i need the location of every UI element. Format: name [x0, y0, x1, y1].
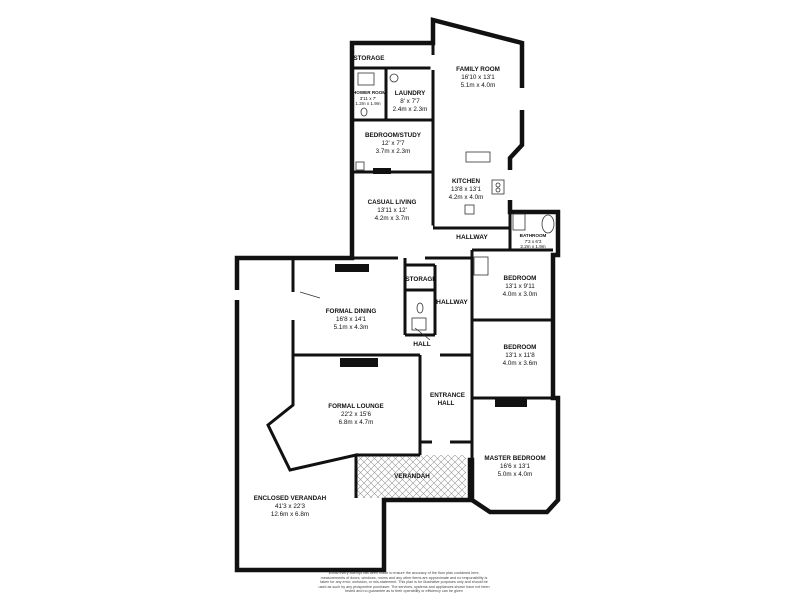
shower-room-metric: 1.2m x 1.9m	[355, 101, 381, 107]
kitchen-imperial: 13'8 x 13'1	[450, 186, 482, 193]
verandah-name: VERANDAH	[394, 473, 430, 480]
basin-icon	[411, 317, 427, 331]
formal-dining-name: FORMAL DINING	[325, 308, 377, 315]
verandah-area	[356, 455, 466, 498]
bedroom-2-imperial: 13'1 x 11'8	[505, 352, 535, 359]
door-swing-dining	[299, 291, 321, 299]
exterior-walls	[234, 17, 561, 573]
stove-icon	[491, 179, 505, 195]
label-bedroom-1: BEDROOM 13'1 x 9'11 4.0m x 3.0m	[503, 275, 538, 299]
casual-living-metric: 4.2m x 3.7m	[374, 215, 410, 222]
bathroom-imperial: 7'3 x 6'3	[524, 238, 542, 244]
bedroom-2-metric: 4.0m x 3.6m	[502, 360, 538, 367]
casual-living-name: CASUAL LIVING	[367, 199, 417, 206]
bedroom-1-name: BEDROOM	[503, 275, 537, 282]
casual-living-imperial: 13'11 x 12'	[377, 207, 407, 214]
enclosed-verandah-metric: 12.6m x 6.8m	[270, 511, 310, 518]
master-bedroom-metric: 5.0m x 4.0m	[497, 471, 533, 478]
bedroom-1-imperial: 13'1 x 9'11	[505, 283, 535, 290]
hallway-upper-label: HALLWAY	[456, 234, 488, 241]
shower-room-imperial: 3'11 x 7'	[359, 95, 377, 101]
cabinet-icon	[355, 161, 365, 171]
bath-icon	[541, 214, 555, 234]
laundry-metric: 2.4m x 2.3m	[392, 106, 428, 113]
bathroom-metric: 2.2m x 1.9m	[520, 244, 546, 250]
label-verandah: VERANDAH	[394, 473, 430, 481]
shower-room-name: SHOWER ROOM	[349, 90, 387, 95]
label-enclosed-verandah: ENCLOSED VERANDAH 41'3 x 22'3 12.6m x 6.…	[254, 495, 326, 519]
fireplaces	[335, 168, 527, 407]
kitchen-name: KITCHEN	[452, 178, 480, 185]
laundry-imperial: 8' x 7'7	[400, 98, 420, 105]
toilet-icon-2	[512, 213, 526, 231]
label-storage-mid: STORAGE	[405, 276, 436, 284]
kitchen-metric: 4.2m x 4.0m	[448, 194, 484, 201]
label-master-bedroom: MASTER BEDROOM 16'6 x 13'1 5.0m x 4.0m	[484, 455, 545, 479]
hall-label: HALL	[413, 341, 431, 348]
label-shower-room: SHOWER ROOM 3'11 x 7' 1.2m x 1.9m	[350, 90, 386, 107]
label-kitchen: KITCHEN 13'8 x 13'1 4.2m x 4.0m	[449, 178, 484, 202]
shower-icon	[357, 72, 375, 86]
laundry-name: LAUNDRY	[394, 90, 426, 97]
label-entrance-hall: ENTRANCE HALL	[430, 392, 465, 408]
bedroom-study-name: BEDROOM/STUDY	[365, 132, 421, 139]
label-formal-dining: FORMAL DINING 16'8 x 14'1 5.1m x 4.3m	[326, 308, 377, 332]
label-formal-lounge: FORMAL LOUNGE 22'2 x 15'6 6.8m x 4.7m	[328, 403, 384, 427]
dishwasher-icon	[464, 204, 475, 215]
label-bedroom-2: BEDROOM 13'1 x 11'8 4.0m x 3.6m	[503, 344, 538, 368]
family-room-imperial: 16'10 x 13'1	[461, 74, 495, 81]
formal-lounge-name: FORMAL LOUNGE	[328, 403, 384, 410]
bedroom-study-imperial: 12' x 7'7	[381, 140, 405, 147]
label-bathroom: BATHROOM 7'3 x 6'3 2.2m x 1.9m	[520, 233, 547, 250]
formal-dining-metric: 5.1m x 4.3m	[333, 324, 369, 331]
storage-top-name: STORAGE	[353, 55, 385, 62]
door-swing-hall	[414, 327, 431, 341]
family-room-name: FAMILY ROOM	[456, 66, 500, 73]
openings	[234, 55, 525, 300]
sink-icon	[465, 151, 491, 163]
bathroom-name: BATHROOM	[519, 233, 547, 238]
master-bedroom-name: MASTER BEDROOM	[484, 455, 546, 462]
interior-walls	[266, 43, 558, 498]
label-casual-living: CASUAL LIVING 13'11 x 12' 4.2m x 3.7m	[368, 199, 417, 223]
bedroom-2-name: BEDROOM	[503, 344, 537, 351]
family-room-metric: 5.1m x 4.0m	[460, 82, 496, 89]
master-bedroom-imperial: 16'6 x 13'1	[499, 463, 531, 470]
storage-mid-name: STORAGE	[405, 276, 437, 283]
enclosed-verandah-imperial: 41'3 x 22'3	[274, 503, 306, 510]
label-storage-top: STORAGE	[353, 55, 384, 63]
disclaimer-text: Whilst every attempt has been made to en…	[318, 571, 490, 594]
formal-dining-imperial: 16'8 x 14'1	[335, 316, 367, 323]
toilet-icon	[360, 107, 368, 117]
label-laundry: LAUNDRY 8' x 7'7 2.4m x 2.3m	[393, 90, 428, 114]
washing-machine-icon	[389, 73, 399, 83]
bedroom-study-metric: 3.7m x 2.3m	[375, 148, 411, 155]
enclosed-verandah-name: ENCLOSED VERANDAH	[253, 495, 327, 502]
hallway-mid-label: HALLWAY	[436, 299, 468, 306]
label-bedroom-study: BEDROOM/STUDY 12' x 7'7 3.7m x 2.3m	[365, 132, 421, 156]
entrance-hall-name: ENTRANCE HALL	[430, 392, 465, 407]
toilet-icon-3	[416, 302, 424, 314]
fixtures	[299, 72, 555, 341]
bath-icon-2	[473, 256, 489, 276]
bedroom-1-metric: 4.0m x 3.0m	[502, 291, 538, 298]
formal-lounge-metric: 6.8m x 4.7m	[338, 419, 374, 426]
formal-lounge-imperial: 22'2 x 15'6	[340, 411, 372, 418]
label-family-room: FAMILY ROOM 16'10 x 13'1 5.1m x 4.0m	[456, 66, 500, 90]
